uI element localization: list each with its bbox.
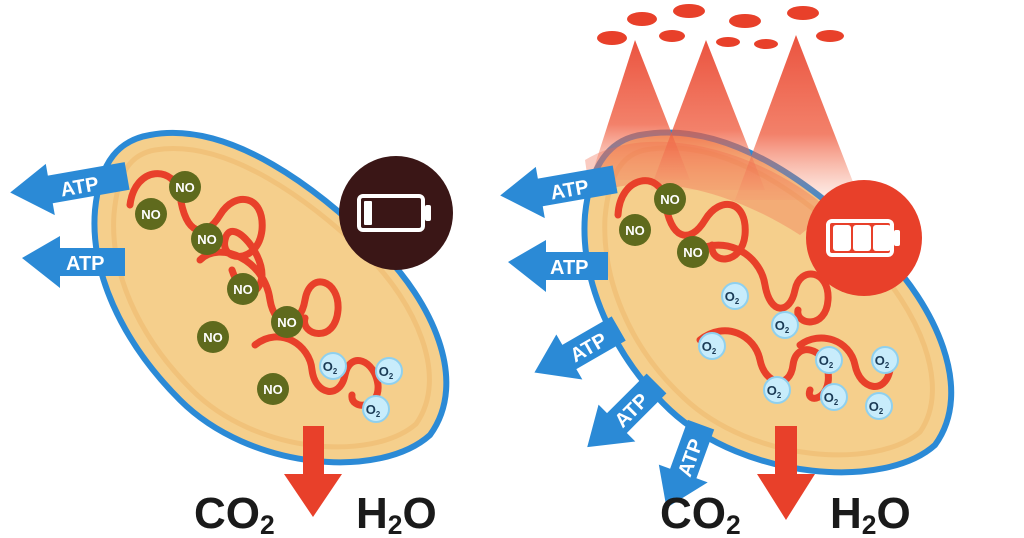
svg-text:O2: O2 — [379, 364, 394, 381]
right-no-molecule: NO — [654, 183, 686, 215]
left-h2o-label: H2O — [356, 489, 437, 538]
right-panel-high-energy: ATP ATP ATP ATP ATP NO NO NO — [500, 4, 955, 538]
svg-text:O2: O2 — [725, 289, 740, 306]
left-o2-molecule: O2 — [319, 352, 347, 380]
left-no-molecule: NO — [191, 223, 223, 255]
right-o2-molecule: O2 — [698, 332, 726, 360]
left-atp-arrow-2: ATP — [22, 236, 125, 288]
red-light-icon — [585, 4, 860, 235]
svg-text:NO: NO — [141, 207, 161, 222]
left-panel-low-energy: ATP ATP NO NO NO NO NO NO — [10, 130, 453, 538]
battery-cell — [873, 225, 891, 251]
svg-text:O2: O2 — [875, 353, 890, 370]
svg-text:O2: O2 — [366, 402, 381, 419]
svg-text:O2: O2 — [323, 359, 338, 376]
light-dot — [716, 37, 740, 47]
right-co2-label: CO2 — [660, 489, 741, 538]
svg-text:NO: NO — [175, 180, 195, 195]
battery-cell — [833, 225, 851, 251]
right-no-molecule: NO — [677, 236, 709, 268]
light-beam — [650, 40, 765, 190]
left-output-arrow — [284, 426, 342, 517]
light-beam — [735, 35, 860, 200]
left-no-molecule: NO — [257, 373, 289, 405]
svg-text:O2: O2 — [824, 390, 839, 407]
right-no-molecule: NO — [619, 214, 651, 246]
right-output-arrow — [757, 426, 815, 520]
svg-text:NO: NO — [203, 330, 223, 345]
left-co2-label: CO2 — [194, 489, 275, 538]
right-o2-molecule: O2 — [865, 392, 893, 420]
right-h2o-label: H2O — [830, 489, 911, 538]
svg-text:NO: NO — [660, 192, 680, 207]
svg-text:O2: O2 — [819, 353, 834, 370]
left-no-molecule: NO — [227, 273, 259, 305]
left-atp-arrow-1: ATP — [10, 162, 130, 216]
light-dot — [659, 30, 685, 42]
left-atp-label-2: ATP — [66, 253, 105, 275]
battery-cells — [833, 225, 891, 251]
svg-text:NO: NO — [263, 382, 283, 397]
battery-full-icon — [806, 180, 922, 296]
light-dot — [729, 14, 761, 28]
light-dot — [673, 4, 705, 18]
light-dot — [816, 30, 844, 42]
left-o2-molecule: O2 — [375, 357, 403, 385]
right-o2-molecule: O2 — [871, 346, 899, 374]
svg-text:NO: NO — [683, 245, 703, 260]
svg-text:O2: O2 — [702, 339, 717, 356]
left-no-molecule: NO — [271, 306, 303, 338]
battery-cell — [853, 225, 871, 251]
right-o2-molecule: O2 — [820, 383, 848, 411]
svg-text:NO: NO — [625, 223, 645, 238]
svg-text:NO: NO — [277, 315, 297, 330]
right-o2-molecule: O2 — [763, 376, 791, 404]
left-o2-molecule: O2 — [362, 395, 390, 423]
right-atp-label-2: ATP — [550, 257, 589, 279]
light-dot — [597, 31, 627, 45]
left-inner-membrane — [111, 146, 432, 450]
battery-low-icon — [339, 156, 453, 270]
right-o2-molecule: O2 — [721, 282, 749, 310]
right-cristae — [614, 177, 894, 402]
light-beam — [590, 40, 690, 180]
left-no-molecule: NO — [169, 171, 201, 203]
right-atp-arrow-2: ATP — [508, 240, 608, 292]
light-glow — [585, 141, 830, 235]
right-o2-molecule: O2 — [815, 346, 843, 374]
right-o2-molecule: O2 — [771, 311, 799, 339]
left-no-molecule: NO — [197, 321, 229, 353]
svg-text:O2: O2 — [869, 399, 884, 416]
light-dot — [627, 12, 657, 26]
light-dot — [787, 6, 819, 20]
svg-text:NO: NO — [197, 232, 217, 247]
light-dot — [754, 39, 778, 49]
svg-text:NO: NO — [233, 282, 253, 297]
svg-text:O2: O2 — [775, 318, 790, 335]
svg-text:O2: O2 — [767, 383, 782, 400]
left-no-molecule: NO — [135, 198, 167, 230]
